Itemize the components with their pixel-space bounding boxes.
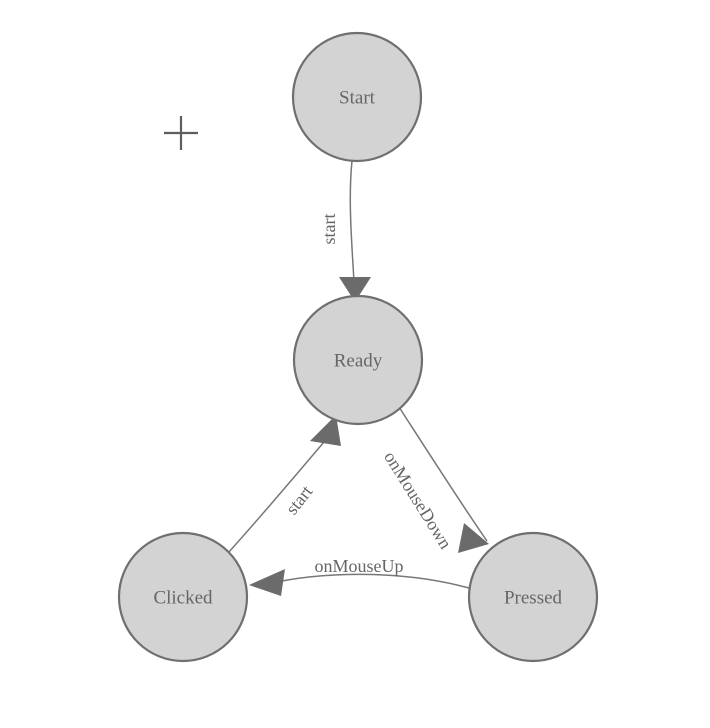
arrowhead-ready-to-pressed: [458, 523, 489, 553]
node-clicked-circle[interactable]: [117, 531, 249, 663]
node-start-label: Start: [339, 88, 376, 109]
edge-ready-to-pressed[interactable]: onMouseDown: [380, 406, 489, 553]
arrowhead-clicked-to-ready: [310, 415, 341, 446]
node-ready-circle[interactable]: [292, 294, 424, 426]
edge-start-to-ready[interactable]: start: [319, 160, 371, 302]
arrowhead-start-to-ready: [339, 277, 371, 302]
node-pressed[interactable]: Pressed: [467, 531, 599, 663]
edge-line-ready-to-pressed: [398, 406, 488, 542]
node-ready-label: Ready: [334, 351, 383, 372]
edge-pressed-to-clicked[interactable]: onMouseUp: [249, 556, 470, 596]
node-clicked[interactable]: Clicked: [117, 531, 249, 663]
edge-line-pressed-to-clicked: [267, 573, 470, 589]
edge-label-ready-to-pressed: onMouseDown: [380, 448, 456, 553]
edge-label-clicked-to-ready: start: [282, 482, 317, 519]
node-start[interactable]: Start: [291, 31, 423, 163]
node-pressed-label: Pressed: [504, 588, 563, 609]
node-clicked-label: Clicked: [153, 588, 213, 609]
crosshair-cursor-icon: [164, 116, 198, 150]
node-ready[interactable]: Ready: [292, 294, 424, 426]
edge-label-start-to-ready: start: [319, 214, 339, 245]
edge-line-clicked-to-ready: [227, 441, 325, 554]
edge-line-start-to-ready: [349, 160, 355, 283]
edge-label-pressed-to-clicked: onMouseUp: [315, 556, 404, 576]
node-pressed-circle[interactable]: [467, 531, 599, 663]
arrowhead-pressed-to-clicked: [249, 569, 285, 596]
edge-clicked-to-ready[interactable]: start: [227, 415, 341, 554]
node-start-circle[interactable]: [291, 31, 423, 163]
